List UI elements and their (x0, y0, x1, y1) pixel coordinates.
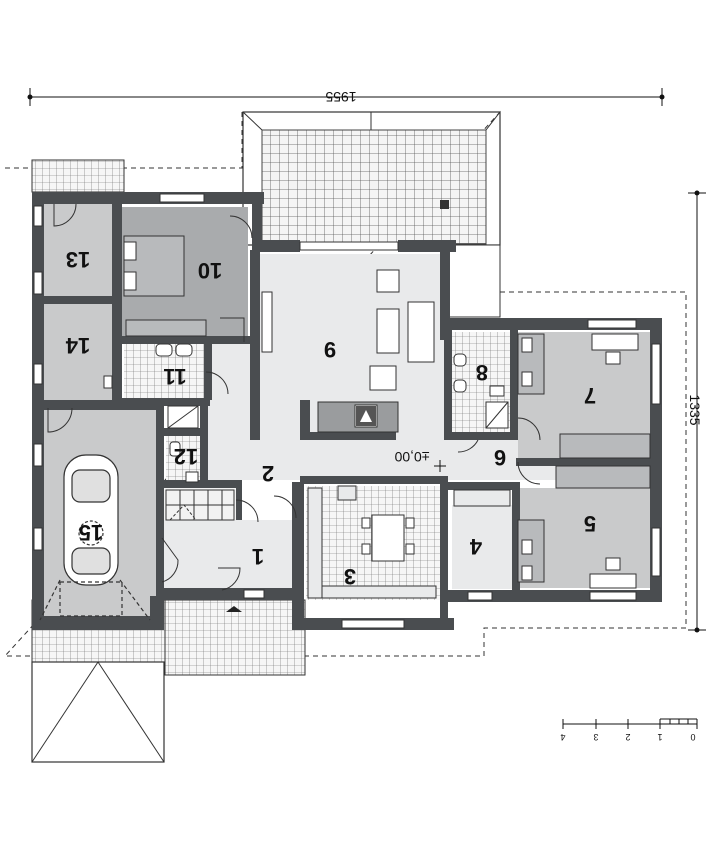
doors (47, 203, 541, 591)
room-label-7: 7 (584, 383, 596, 408)
room-label-13: 13 (66, 247, 90, 272)
level-mark-label: ±0,00 (394, 449, 429, 465)
dimension-depth: 1335 (687, 190, 706, 633)
room-label-5: 5 (584, 511, 596, 536)
entrance-arrow-icon (226, 606, 242, 612)
room-label-15: 15 (79, 520, 103, 545)
room-label-6: 6 (494, 445, 506, 470)
room-label-2: 2 (262, 461, 274, 486)
room-labels: 1 2 3 4 5 6 7 8 9 10 11 12 13 14 15 (65, 247, 596, 589)
room-label-3: 3 (344, 564, 356, 589)
room-label-8: 8 (476, 360, 488, 385)
terrace-small-north (31, 159, 125, 193)
dimension-depth-label: 1335 (687, 394, 703, 425)
level-mark: ±0,00 (394, 449, 446, 472)
windows (33, 193, 661, 629)
room-label-9: 9 (324, 337, 336, 362)
scale-tick-2: 2 (625, 732, 630, 742)
room-label-4: 4 (469, 534, 482, 559)
stairs (165, 489, 235, 521)
walls (32, 192, 662, 630)
room-label-11: 11 (163, 364, 186, 389)
scale-tick-4: 4 (560, 732, 565, 742)
car-icon (39, 454, 151, 621)
scale-tick-0: 0 (690, 732, 695, 742)
fireplace-icon (356, 406, 376, 426)
roof-outline (3, 110, 687, 657)
room-label-10: 10 (198, 258, 222, 283)
scale-bar: 0 1 2 3 4 (560, 718, 698, 742)
carport-roof (31, 661, 165, 763)
terrace-north (242, 111, 501, 246)
scale-tick-1: 1 (657, 732, 662, 742)
room-label-12: 12 (174, 444, 198, 469)
room-label-14: 14 (65, 333, 90, 358)
scale-tick-3: 3 (593, 732, 598, 742)
dimension-width-label: 1955 (325, 89, 356, 105)
room-label-1: 1 (252, 544, 264, 569)
dimension-width: 1955 (27, 88, 665, 106)
